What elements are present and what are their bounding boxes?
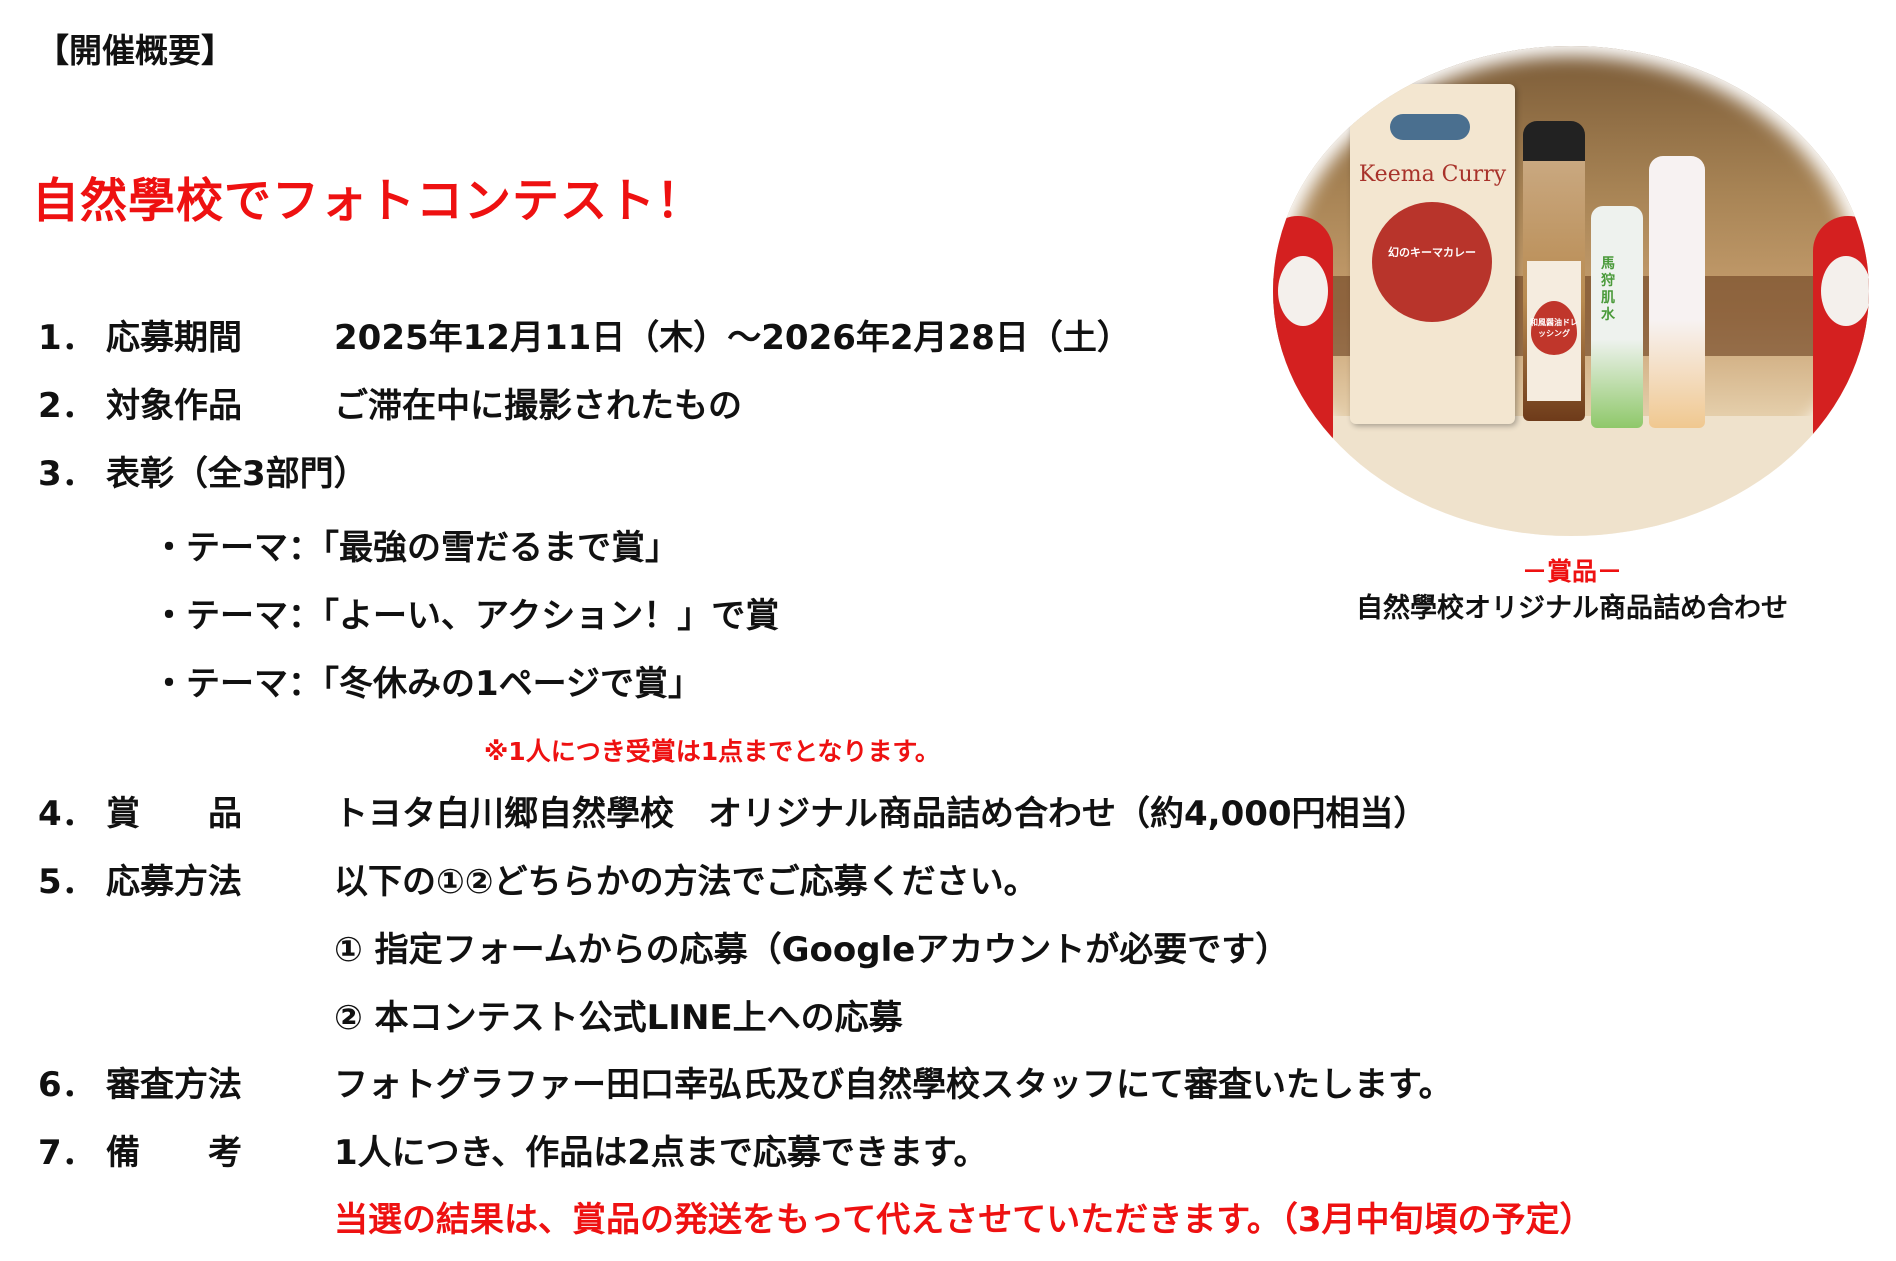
package-circle — [1372, 202, 1492, 322]
prize-caption-label: －賞品－ — [1521, 557, 1623, 586]
santa-beard-right — [1821, 256, 1869, 326]
item-number: 3． — [38, 454, 96, 494]
package-subtitle: 幻のキーマカレー — [1388, 246, 1476, 259]
theme-1: ・テーマ：「最強の雪だるまで賞」 — [152, 528, 679, 568]
theme-2: ・テーマ：「よーい、アクション！」で賞 — [152, 596, 780, 636]
santa-beard-left — [1278, 256, 1328, 326]
item-label: 表彰（全3部門） — [106, 454, 368, 494]
item-value: フォトグラファー田口幸弘氏及び自然學校スタッフにて審査いたします。 — [334, 1065, 1453, 1105]
lotion-bottle-pink — [1649, 156, 1705, 428]
result-note: 当選の結果は、賞品の発送をもって代えさせていただきます。（3月中旬頃の予定） — [334, 1200, 1594, 1240]
award-note: ※1人につき受賞は1点までとなります。 — [484, 737, 940, 766]
prize-caption-text: 自然學校オリジナル商品詰め合わせ — [1356, 593, 1788, 624]
item-value: 2025年12月11日（木）～2026年2月28日（土） — [334, 318, 1131, 358]
item-label: 対象作品 — [106, 386, 242, 426]
santa-figure-left — [1273, 216, 1333, 446]
curry-package: Keema Curry 幻のキーマカレー — [1350, 84, 1515, 424]
item-label: 審査方法 — [106, 1065, 242, 1105]
item-label: 応募方法 — [106, 862, 242, 902]
theme-3: ・テーマ：「冬休みの1ページで賞」 — [152, 664, 702, 704]
item-number: 4． — [38, 794, 96, 834]
item-number: 5． — [38, 862, 96, 902]
section-heading: 【開催概要】 — [36, 31, 234, 70]
method-form: ① 指定フォームからの応募（Googleアカウントが必要です） — [334, 930, 1290, 970]
bottle-text: 和風醤油ドレッシング — [1530, 318, 1578, 338]
page-title: 自然學校でフォトコンテスト！ — [32, 174, 704, 229]
method-line: ② 本コンテスト公式LINE上への応募 — [334, 998, 903, 1038]
item-label: 応募期間 — [106, 318, 242, 358]
bottle-drop — [1531, 301, 1577, 355]
prize-photo: Keema Curry 幻のキーマカレー 和風醤油ドレッシング 馬狩肌水 — [1273, 46, 1869, 536]
item-number: 7． — [38, 1133, 96, 1173]
lotion-text: 馬狩肌水 — [1601, 256, 1615, 323]
item-value: 以下の①②どちらかの方法でご応募ください。 — [334, 862, 1038, 902]
item-value: 1人につき、作品は2点まで応募できます。 — [334, 1133, 988, 1173]
item-value: トヨタ白川郷自然學校 オリジナル商品詰め合わせ（約4,000円相当） — [334, 794, 1428, 834]
package-title: Keema Curry — [1358, 162, 1507, 187]
dressing-bottle: 和風醤油ドレッシング — [1523, 121, 1585, 421]
item-label: 備 考 — [106, 1133, 242, 1173]
lotion-bottle-green: 馬狩肌水 — [1591, 206, 1643, 428]
item-number: 6． — [38, 1065, 96, 1105]
item-label: 賞 品 — [106, 794, 242, 834]
item-number: 1． — [38, 318, 96, 358]
santa-figure-right — [1813, 216, 1869, 446]
table-surface — [1273, 416, 1869, 536]
item-value: ご滞在中に撮影されたもの — [334, 386, 742, 426]
item-number: 2． — [38, 386, 96, 426]
package-handle — [1390, 114, 1470, 140]
